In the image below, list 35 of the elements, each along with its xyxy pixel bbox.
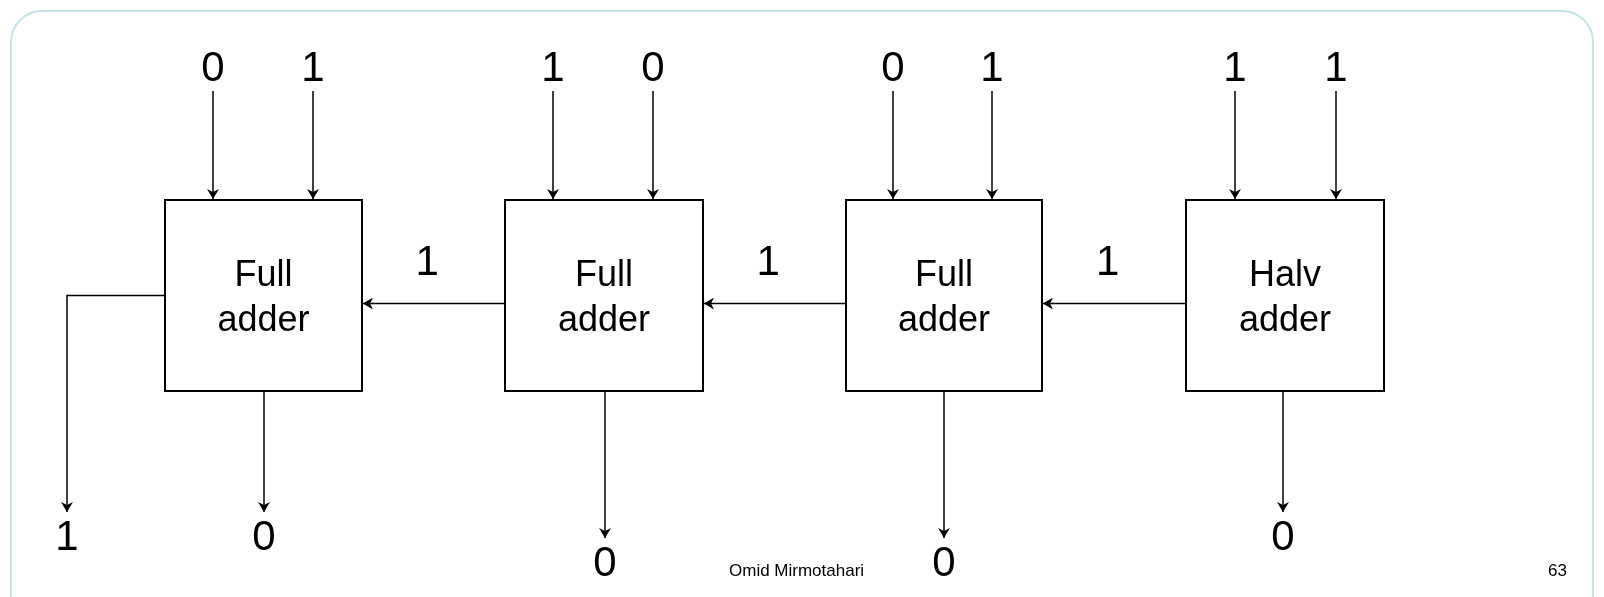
- arrow: [599, 391, 611, 539]
- bit-value: 1: [1314, 43, 1358, 91]
- arrow: [938, 391, 950, 539]
- page-number: 63: [1548, 562, 1567, 579]
- bit-value: 0: [631, 43, 675, 91]
- bit-value: 1: [45, 512, 89, 560]
- bit-value: 0: [871, 43, 915, 91]
- arrow: [1277, 391, 1289, 513]
- arrow: [1330, 90, 1342, 200]
- adder-box: Full adder: [504, 199, 704, 392]
- bit-value: 1: [291, 43, 335, 91]
- bit-value: 0: [922, 538, 966, 586]
- adder-box: Full adder: [164, 199, 363, 392]
- bit-value: 0: [583, 538, 627, 586]
- arrow: [1042, 297, 1186, 310]
- bit-value: 0: [242, 512, 286, 560]
- arrow: [887, 90, 899, 200]
- bit-value: 1: [531, 43, 575, 91]
- adder-box: Full adder: [845, 199, 1043, 392]
- arrow: [61, 294, 165, 513]
- adder-box: Halv adder: [1185, 199, 1385, 392]
- author-name: Omid Mirmotahari: [729, 562, 865, 579]
- arrow: [362, 297, 505, 310]
- bit-value: 0: [191, 43, 235, 91]
- arrow: [1229, 90, 1241, 200]
- arrow: [647, 90, 659, 200]
- bit-value: 1: [970, 43, 1014, 91]
- arrow: [258, 391, 270, 513]
- arrow: [547, 90, 559, 200]
- bit-value: 0: [1261, 512, 1305, 560]
- arrow: [307, 90, 319, 200]
- bit-value: 1: [1213, 43, 1257, 91]
- arrow: [703, 297, 846, 310]
- arrow: [986, 90, 998, 200]
- arrow: [207, 90, 219, 200]
